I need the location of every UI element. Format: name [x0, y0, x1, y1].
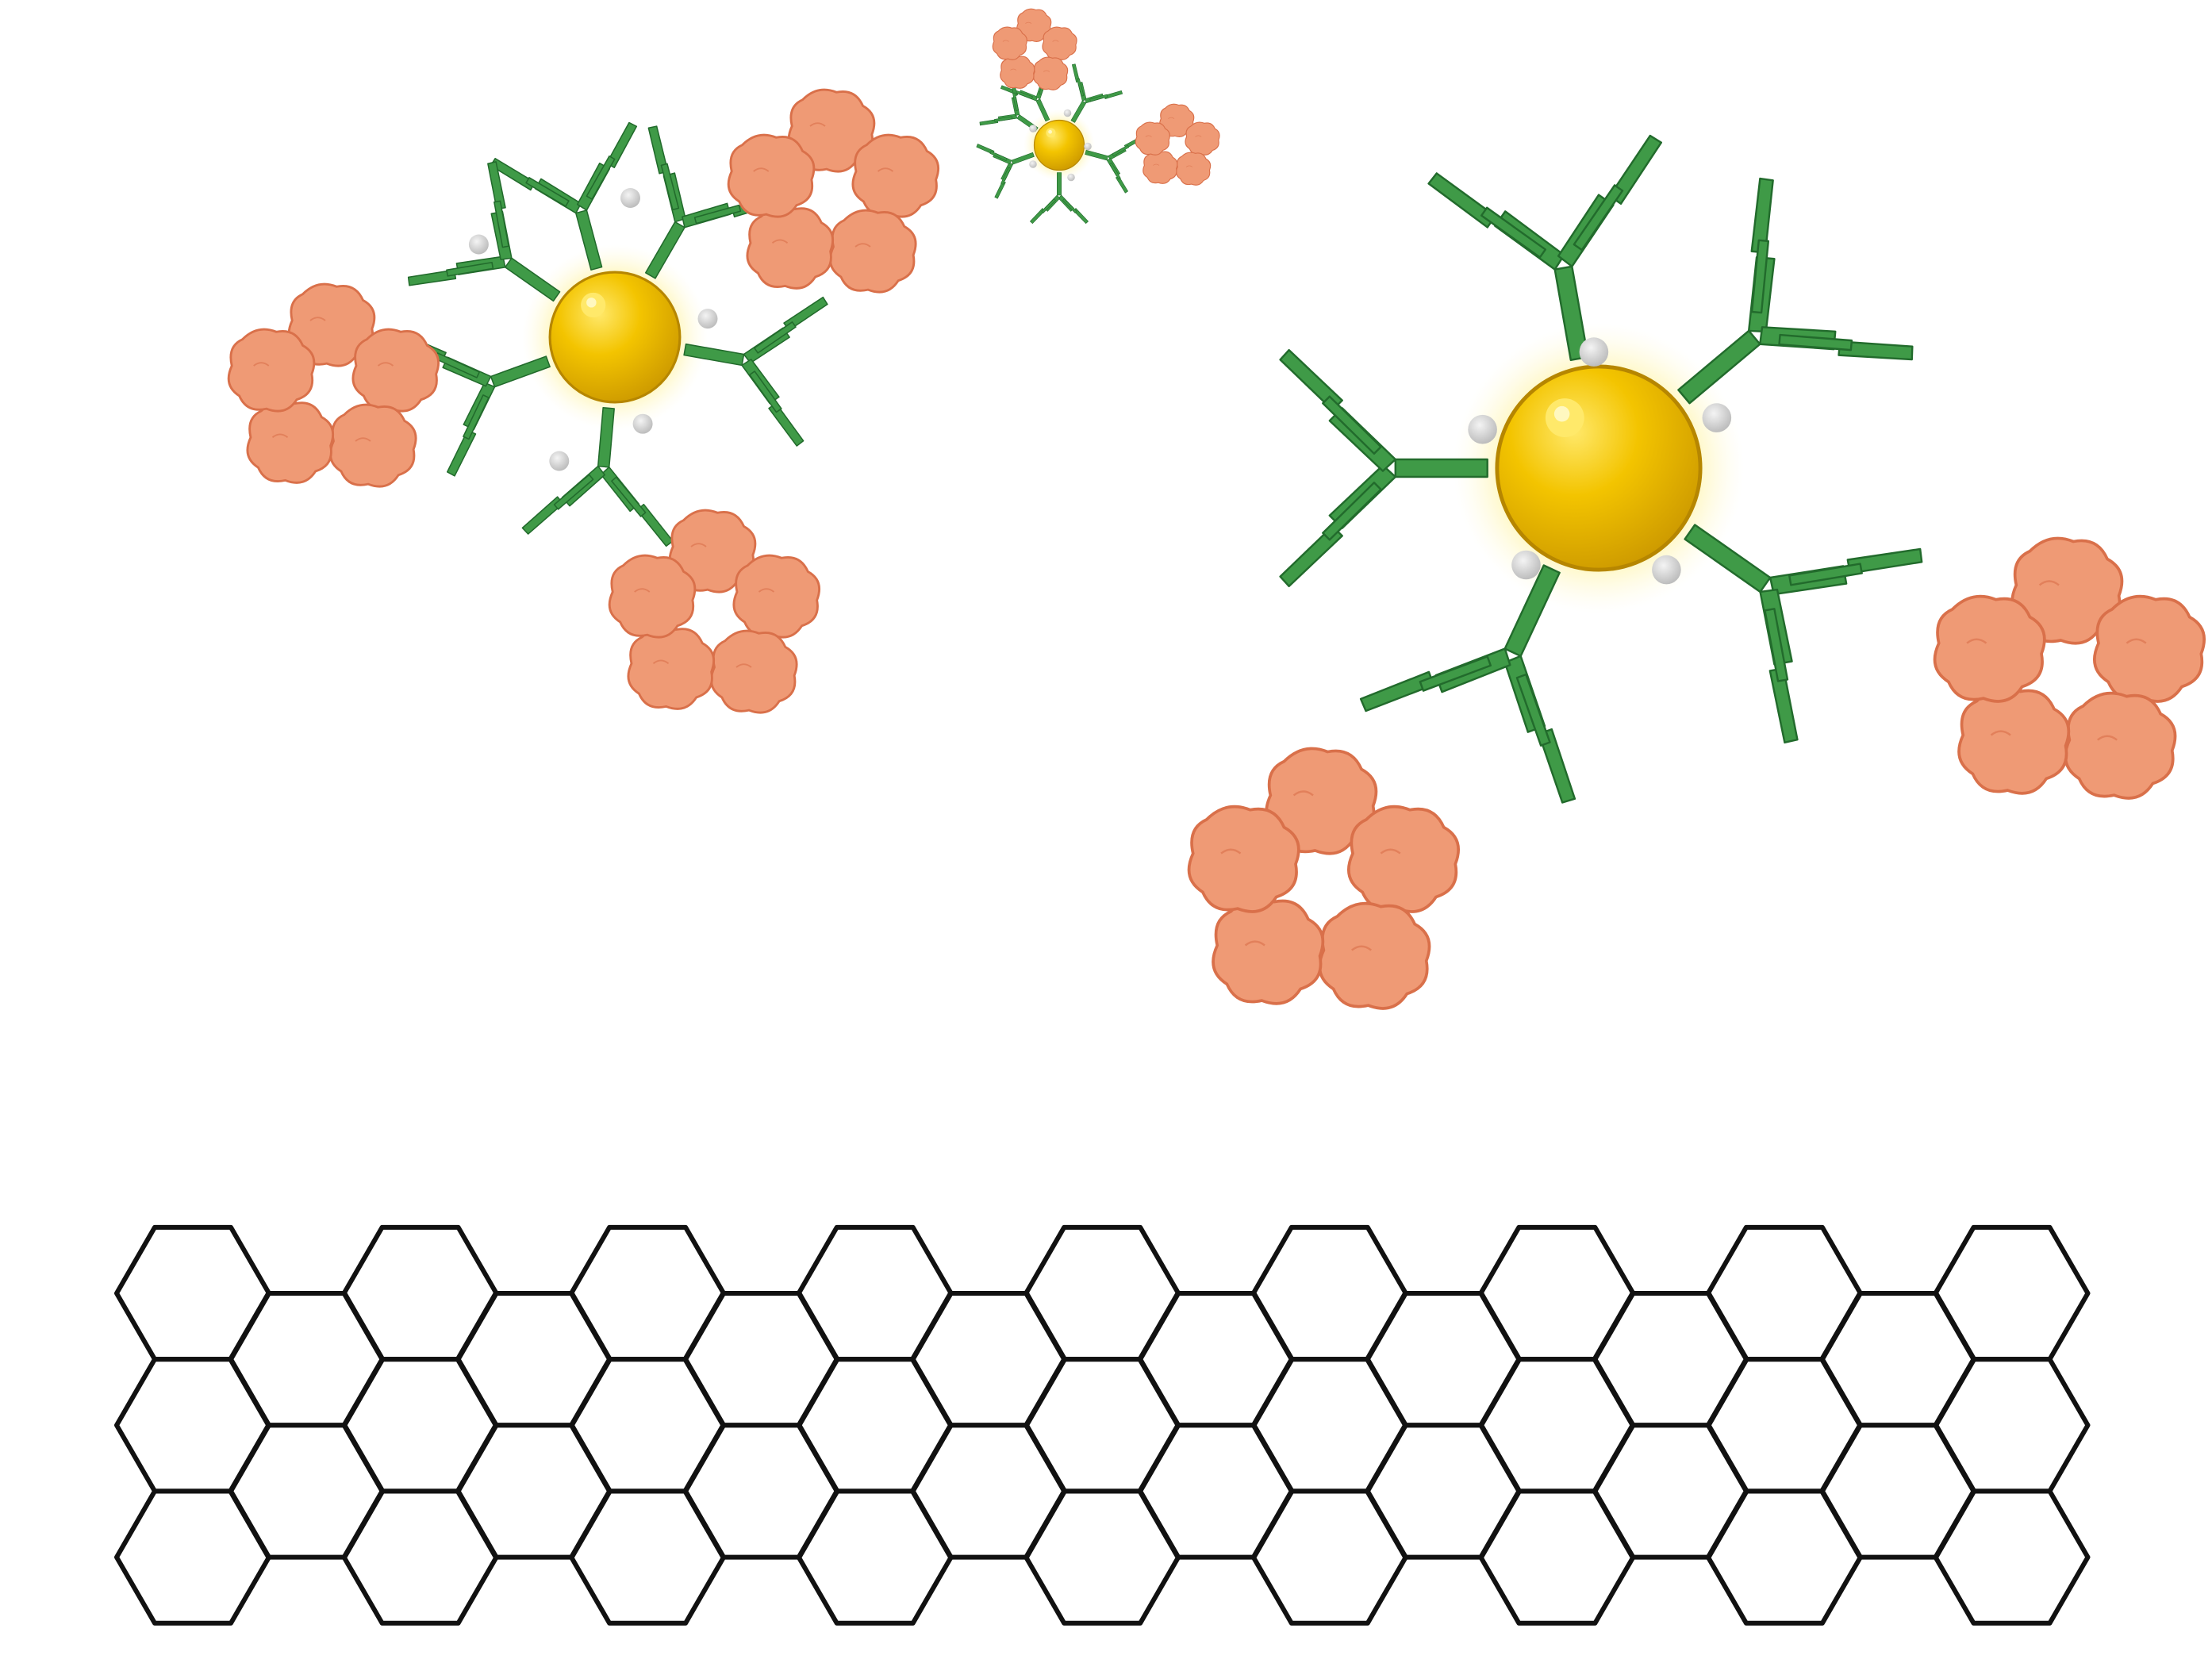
small-particle-icon	[1084, 142, 1092, 151]
small-particle-icon	[1511, 550, 1541, 580]
small-particle-icon	[1029, 160, 1037, 168]
graphene-lattice-icon	[114, 1224, 2091, 1626]
gold-nanoparticle-icon	[1454, 323, 1744, 613]
small-particle-icon	[1468, 414, 1497, 444]
lattice-hexagon	[1933, 1488, 2091, 1626]
small-particle-icon	[468, 234, 489, 255]
small-particle-icon	[549, 451, 570, 471]
large-nanoparticle-complex	[1279, 133, 1929, 808]
small-particle-icon	[697, 309, 718, 329]
small-particle-icon	[620, 188, 640, 208]
small-particle-icon	[1579, 337, 1609, 367]
small-particle-icon	[1029, 125, 1037, 133]
small-particle-icon	[1063, 109, 1072, 117]
small-particle-icon	[1702, 403, 1732, 432]
small-particle-icon	[1067, 173, 1075, 182]
small-particle-icon	[1652, 555, 1681, 585]
gold-nanoparticle-icon	[520, 243, 709, 432]
medium-nanoparticle-complex	[397, 120, 830, 547]
small-nanoparticle-complex	[975, 61, 1143, 225]
small-particle-icon	[632, 413, 653, 434]
